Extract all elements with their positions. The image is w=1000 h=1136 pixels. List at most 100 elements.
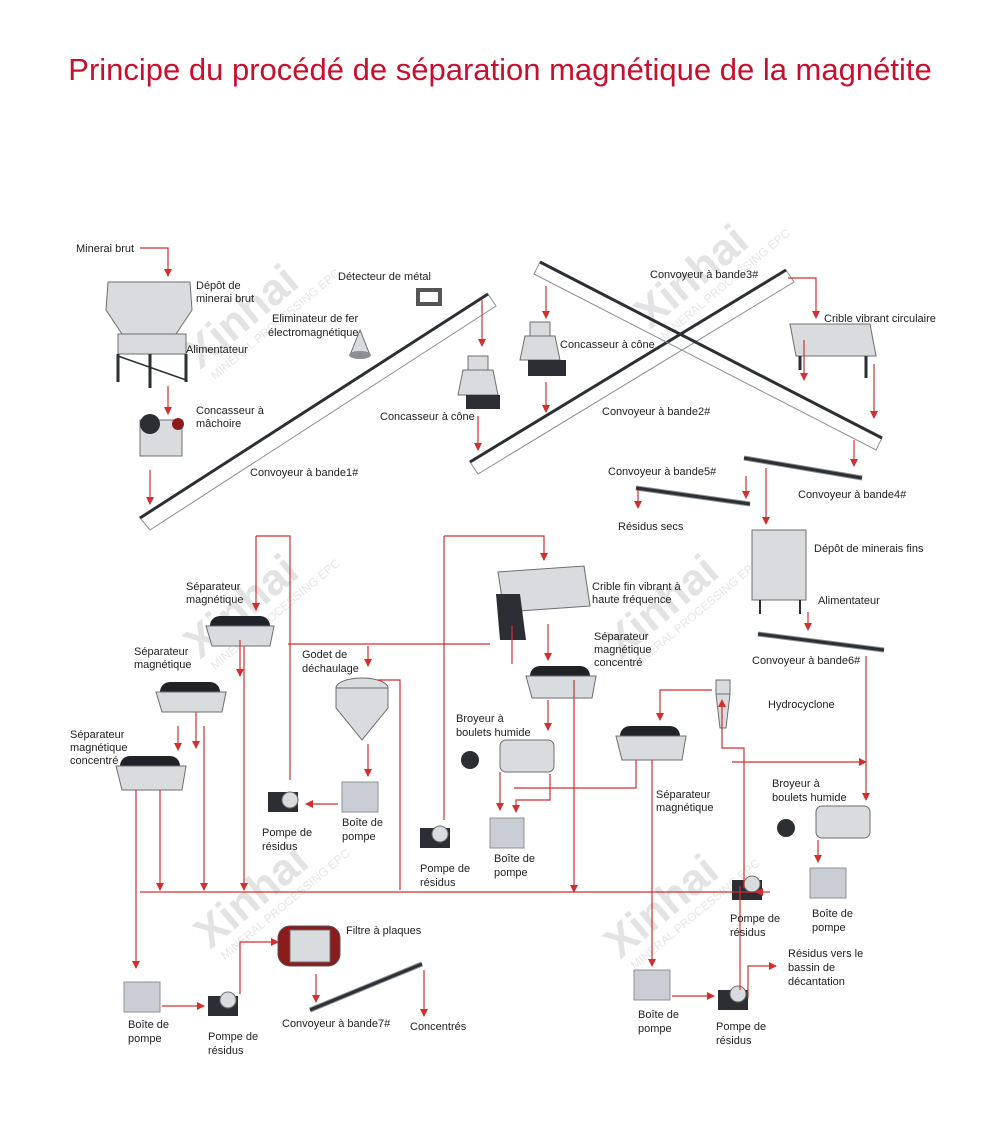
label-sep-top-1: Séparateur <box>186 581 241 593</box>
label-residus-bassin-3: décantation <box>788 976 845 988</box>
magnetic-separator-concentrate-left-machine <box>115 756 187 791</box>
label-sep-conc-left-1: Séparateur <box>70 729 125 741</box>
label-concasseur-cone-2: Concasseur à cône <box>560 339 655 351</box>
fine-screen-machine <box>496 565 591 640</box>
hydrocyclone-machine <box>715 679 731 729</box>
slurry-pump-b <box>420 825 450 848</box>
label-convoyeur-3: Convoyeur à bande3# <box>650 269 759 281</box>
page-title: Principe du procédé de séparation magnét… <box>68 52 932 87</box>
label-eliminateur-2: électromagnétique <box>268 327 359 339</box>
label-sep-mid-2: magnétique <box>134 659 192 671</box>
label-hydrocyclone: Hydrocyclone <box>768 699 835 711</box>
label-depot-brut-1: Dépôt de <box>196 280 241 292</box>
label-concentres: Concentrés <box>410 1021 467 1033</box>
fine-ore-bin-machine <box>751 529 807 614</box>
label-convoyeur-4: Convoyeur à bande4# <box>798 489 907 501</box>
label-convoyeur-5: Convoyeur à bande5# <box>608 466 717 478</box>
label-pompe-a-1: Pompe de <box>262 827 312 839</box>
label-residus-bassin-2: bassin de <box>788 962 835 974</box>
dewatering-hopper-machine <box>335 677 389 741</box>
label-convoyeur-2: Convoyeur à bande2# <box>602 406 711 418</box>
metal-detector-machine <box>416 288 442 306</box>
label-pompe-e-1: Pompe de <box>716 1021 766 1033</box>
ball-mill-2-machine <box>777 805 871 839</box>
label-broyeur-1-1: Broyeur à <box>456 713 505 725</box>
pump-box-c <box>809 867 847 899</box>
slurry-pump-d <box>208 991 238 1016</box>
label-pompe-d-2: résidus <box>208 1045 244 1057</box>
label-minerai-brut: Minerai brut <box>76 243 134 255</box>
label-broyeur-1-2: boulets humide <box>456 727 531 739</box>
label-crible-fin-2: haute fréquence <box>592 594 672 606</box>
label-sep-conc-mid-3: concentré <box>594 657 642 669</box>
label-boite-e-1: Boîte de <box>638 1009 679 1021</box>
cone-crusher-2-machine <box>519 321 566 376</box>
slurry-pump-a <box>268 791 299 812</box>
label-sep-top-2: magnétique <box>186 594 244 606</box>
label-concasseur-machoire-2: mâchoire <box>196 418 241 430</box>
label-crible-circulaire: Crible vibrant circulaire <box>824 313 936 325</box>
label-convoyeur-7: Convoyeur à bande7# <box>282 1018 391 1030</box>
label-alimentateur-2: Alimentateur <box>818 595 880 607</box>
magnetic-separator-mid-machine <box>155 682 227 713</box>
label-boite-b-1: Boîte de <box>494 853 535 865</box>
label-pompe-c-1: Pompe de <box>730 913 780 925</box>
filter-press-machine <box>277 925 341 967</box>
iron-remover-machine <box>349 328 371 359</box>
label-pompe-e-2: résidus <box>716 1035 752 1047</box>
label-convoyeur-6: Convoyeur à bande6# <box>752 655 861 667</box>
label-boite-e-2: pompe <box>638 1023 672 1035</box>
label-eliminateur-1: Eliminateur de fer <box>272 313 359 325</box>
label-boite-d-1: Boîte de <box>128 1019 169 1031</box>
label-convoyeur-1: Convoyeur à bande1# <box>250 467 359 479</box>
ball-mill-1-machine <box>461 739 555 773</box>
label-godet-1: Godet de <box>302 649 347 661</box>
label-concasseur-cone-1: Concasseur à cône <box>380 411 475 423</box>
label-filtre: Filtre à plaques <box>346 925 422 937</box>
label-crible-fin-1: Crible fin vibrant à <box>592 581 682 593</box>
conveyor-7 <box>309 961 423 1013</box>
label-boite-a-1: Boîte de <box>342 817 383 829</box>
conveyor-5 <box>635 485 751 507</box>
magnetic-separator-top-machine <box>205 616 275 647</box>
label-sep-conc-mid-1: Séparateur <box>594 631 649 643</box>
cone-crusher-1-machine <box>457 355 500 409</box>
label-detecteur: Détecteur de métal <box>338 271 431 283</box>
pump-box-e <box>633 969 671 1001</box>
labels: Minerai brut Dépôt de minerai brut Alime… <box>70 243 936 1057</box>
flow-lines <box>132 247 878 1017</box>
pump-box-d <box>123 981 161 1013</box>
label-sep-mag-mid-2: magnétique <box>656 802 714 814</box>
label-residus-bassin-1: Résidus vers le <box>788 948 863 960</box>
label-alimentateur-1: Alimentateur <box>186 344 248 356</box>
conveyor-1 <box>139 292 497 531</box>
label-godet-2: déchaulage <box>302 663 359 675</box>
label-boite-d-2: pompe <box>128 1033 162 1045</box>
magnetic-separator-right-machine <box>615 726 687 761</box>
label-depot-fins: Dépôt de minerais fins <box>814 543 924 555</box>
label-boite-c-1: Boîte de <box>812 908 853 920</box>
label-sep-conc-mid-2: magnétique <box>594 644 652 656</box>
pump-box-b <box>489 817 525 849</box>
label-pompe-d-1: Pompe de <box>208 1031 258 1043</box>
label-boite-b-2: pompe <box>494 867 528 879</box>
jaw-crusher-machine <box>139 414 184 457</box>
label-pompe-b-1: Pompe de <box>420 863 470 875</box>
circular-screen-machine <box>789 323 877 378</box>
label-residus-secs: Résidus secs <box>618 521 684 533</box>
label-sep-mid-1: Séparateur <box>134 646 189 658</box>
label-broyeur-2-1: Broyeur à <box>772 778 821 790</box>
label-broyeur-2-2: boulets humide <box>772 792 847 804</box>
label-sep-mag-mid-1: Séparateur <box>656 789 711 801</box>
label-boite-c-2: pompe <box>812 922 846 934</box>
label-concasseur-machoire-1: Concasseur à <box>196 405 265 417</box>
magnetic-separator-concentrate-mid-machine <box>525 666 597 699</box>
slurry-pump-e <box>718 985 748 1010</box>
raw-ore-bin-machine <box>105 281 193 388</box>
label-sep-conc-left-2: magnétique <box>70 742 128 754</box>
conveyor-6 <box>757 631 885 653</box>
label-depot-brut-2: minerai brut <box>196 293 254 305</box>
label-pompe-c-2: résidus <box>730 927 766 939</box>
label-pompe-a-2: résidus <box>262 841 298 853</box>
